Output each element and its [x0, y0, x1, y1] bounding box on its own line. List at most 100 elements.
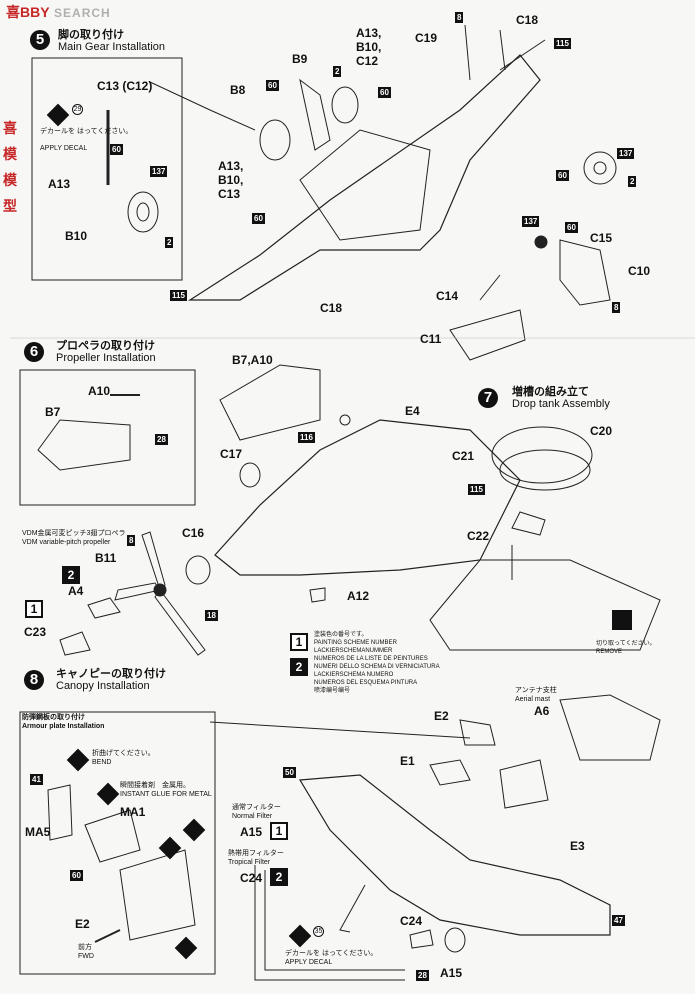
step8-label-e3: E3	[570, 839, 585, 853]
step8-mast-jp: アンテナ支柱	[515, 687, 557, 694]
step7-c20-ring	[491, 426, 593, 484]
step8-n47: 47	[612, 915, 625, 926]
legend-line-8: 喷漆编号编号	[314, 688, 351, 694]
step8-n41: 41	[30, 774, 43, 785]
step6-label-c16: C16	[182, 526, 205, 540]
step8-mast-en: Aerial mast	[515, 696, 551, 703]
step8-armour-41	[47, 784, 73, 841]
step6-cowling-b7	[219, 364, 321, 441]
step8-label-e2: E2	[434, 709, 449, 723]
step5-n2a: 2	[165, 237, 174, 248]
step6-paint-2: 2	[62, 566, 80, 584]
step7-remove-jp: 切り取ってください。	[596, 641, 656, 647]
step6-label-b7a10: B7,A10	[232, 353, 273, 367]
step6-c23	[59, 631, 91, 656]
step5-n60e: 60	[556, 170, 569, 181]
step5-label-a13-group-3: C12	[356, 54, 379, 68]
side-watermark-1: 喜	[3, 120, 17, 136]
step8-label-a15: A15	[440, 966, 463, 980]
step6-blade-right	[154, 589, 206, 656]
step5-title-en: Main Gear Installation	[58, 41, 165, 53]
step5-c14-rod	[479, 274, 501, 301]
step6-vdm-en: VDM variable-pitch propeller	[22, 539, 111, 546]
step8-label-c24-left: C24	[240, 871, 263, 885]
legend-box-1: 1	[290, 633, 308, 651]
legend-line-3: LACKIERSCHEMANUMMER	[314, 648, 393, 654]
step7-n115: 115	[468, 484, 485, 495]
step5-n8a: 8	[455, 12, 464, 23]
step6-label-b7: B7	[45, 405, 61, 419]
step5-wing-outline	[187, 54, 541, 301]
step5-label-c15: C15	[590, 231, 613, 245]
step6-n8: 8	[127, 535, 136, 546]
step5-n60f: 60	[565, 222, 578, 233]
step5-main-wheel-left	[259, 119, 291, 161]
step8-aircraft-outline	[298, 774, 611, 936]
legend-box-2: 2	[290, 658, 308, 676]
step7-underside	[429, 559, 661, 651]
step8-n28: 28	[416, 970, 429, 981]
step5-n60a: 60	[110, 144, 123, 155]
step5-label-b9: B9	[292, 52, 308, 66]
step5-b9-cover	[299, 78, 331, 151]
step8-fwd-en: FWD	[78, 953, 94, 960]
step6-inset-frame	[19, 369, 196, 506]
step6-paint-1: 1	[25, 600, 43, 618]
step5-label-a13: A13	[48, 177, 71, 191]
step6-a12	[309, 587, 326, 603]
step5-label-b10: B10	[65, 229, 88, 243]
step6-fuselage-outline	[214, 419, 521, 576]
step8-normal-en: Normal Filter	[232, 813, 273, 820]
side-watermark: 喜 模 模 型	[3, 115, 17, 219]
step5-label-a13-group2-1: A13,	[218, 159, 244, 173]
step8-inset-frame	[19, 711, 216, 975]
step6-label-a12: A12	[347, 589, 370, 603]
watermark-search: SEARCH	[54, 6, 111, 20]
remove-icon	[612, 610, 632, 630]
step7-label-c21: C21	[452, 449, 475, 463]
legend-line-6: LACKIERSCHEMA NUMERO	[314, 672, 394, 678]
step5-n29: 29	[72, 104, 83, 115]
step5-label-c10: C10	[628, 264, 651, 278]
step5-leader-1	[149, 81, 256, 131]
step8-a15-filter	[409, 929, 434, 949]
step8-label-a15-top: A15	[240, 825, 263, 839]
step6-label-c23: C23	[24, 625, 47, 639]
step8-prop	[339, 884, 366, 933]
step8-e3-canopy	[499, 759, 549, 809]
step6-n28: 28	[155, 434, 168, 445]
step6-a4	[87, 597, 121, 619]
step8-tropical-en: Tropical Filter	[228, 859, 271, 866]
step5-n115b: 115	[170, 290, 187, 301]
watermark-kanji: 喜	[6, 4, 20, 20]
step5-n115a: 115	[554, 38, 571, 49]
step5-fuselage-belly	[299, 129, 431, 241]
step6-blade-top	[141, 531, 166, 591]
step8-label-e1: E1	[400, 754, 415, 768]
step5-n137b: 137	[617, 148, 635, 159]
step6-e4	[339, 414, 351, 426]
step8-glue-en: INSTANT GLUE FOR METAL	[120, 791, 212, 798]
step6-label-e4: E4	[405, 404, 420, 418]
step8-fwd-arrow	[94, 929, 121, 943]
step8-e1-canopy	[429, 759, 471, 786]
step8-title-jp: キャノピーの取り付け	[56, 668, 166, 680]
legend-line-4: NUMEROS DE LA LISTE DE PEINTURES	[314, 656, 428, 662]
step5-label-c18-top: C18	[516, 13, 539, 27]
step5-label-c14: C14	[436, 289, 459, 303]
step8-tail	[559, 694, 661, 761]
step5-n2b: 2	[333, 66, 342, 77]
step5-label-a13-group2-3: C13	[218, 187, 241, 201]
step5-tail	[559, 239, 611, 306]
step7-title-en: Drop tank Assembly	[512, 398, 610, 410]
step8-e2-canopy	[459, 719, 496, 746]
step8-label-a6: A6	[534, 704, 550, 718]
legend-line-1: 塗装色の番号です。	[314, 632, 368, 638]
step6-title-jp: プロペラの取り付け	[56, 340, 155, 352]
step6-n116: 116	[298, 432, 315, 443]
step6-spinner-hub	[153, 583, 167, 597]
step8-bend-jp: 折曲げてください。	[92, 750, 155, 757]
step8-title-en: Canopy Installation	[56, 680, 150, 692]
step6-n18: 18	[205, 610, 218, 621]
